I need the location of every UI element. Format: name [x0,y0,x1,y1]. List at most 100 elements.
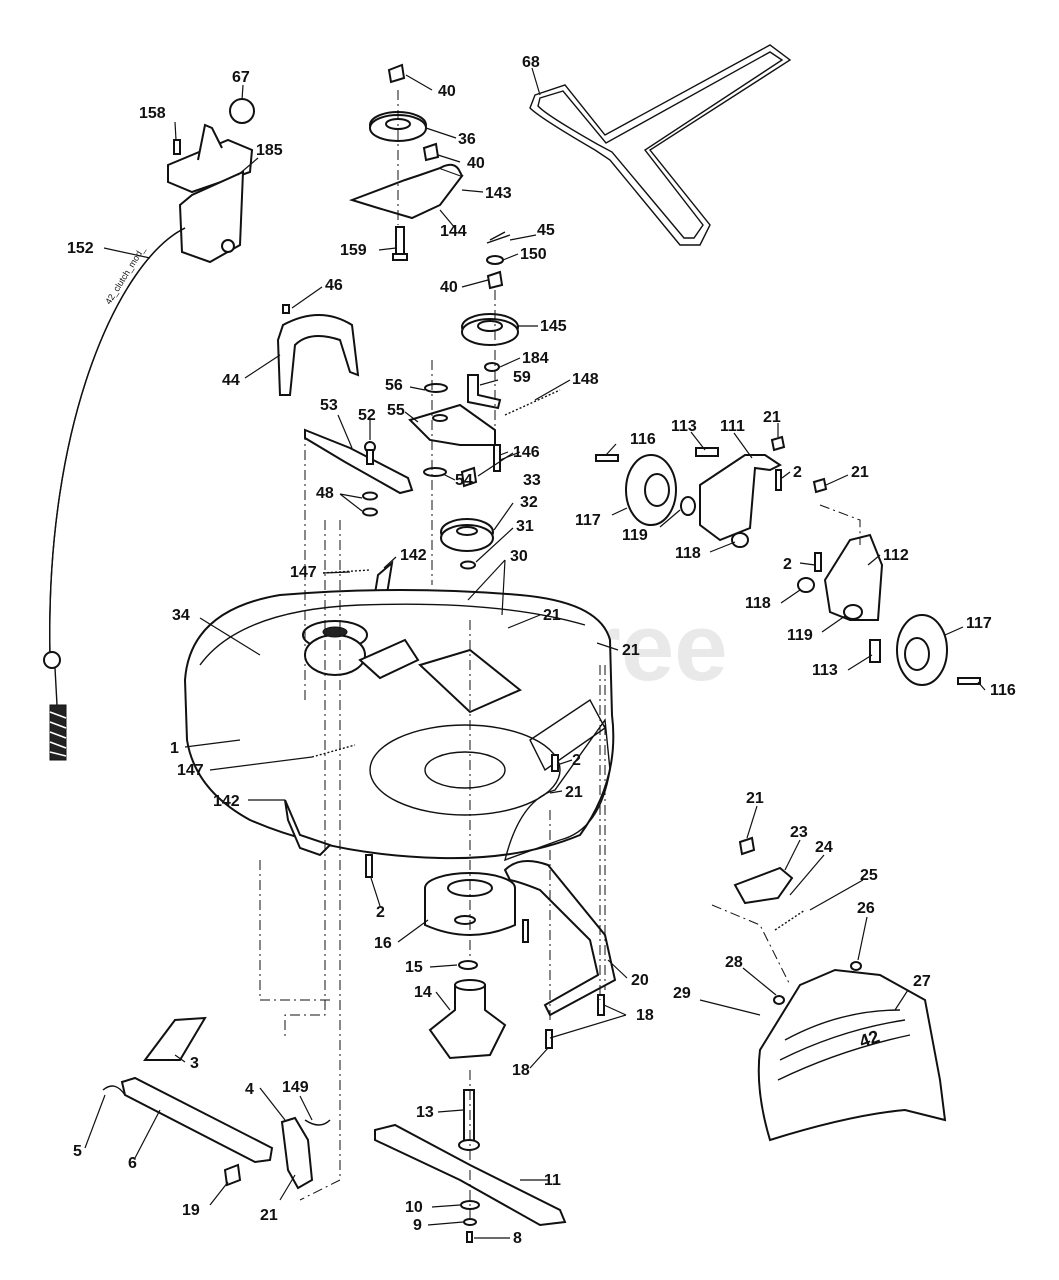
label-147-lower: 147 [177,762,204,779]
label-159: 159 [340,242,367,259]
part-113-bolt-upper[interactable] [695,447,719,457]
part-68-drive-belt[interactable] [529,44,792,246]
part-143-idler-bracket[interactable] [348,163,464,220]
part-150-washer[interactable] [486,255,504,265]
part-118-nut-upper[interactable] [731,532,749,548]
label-13: 13 [416,1104,434,1121]
label-111: 111 [720,418,745,435]
label-2-lower: 2 [376,904,385,921]
part-8-bolt[interactable] [466,1231,473,1243]
part-52-bolt[interactable] [364,441,376,465]
part-55-idler-plate[interactable] [408,403,496,446]
part-119-wheel-spacer-lower[interactable] [843,604,863,620]
part-184-spacer[interactable] [484,362,500,372]
part-26-nut[interactable] [850,961,862,971]
part-21-nut-far-right[interactable] [812,477,828,494]
label-145: 145 [540,318,567,335]
part-19-bolt[interactable] [223,1163,242,1187]
part-14-spindle-hub[interactable] [428,979,507,1060]
part-15-washer[interactable] [458,960,478,970]
part-4-bracket[interactable] [280,1116,314,1190]
part-25-spring[interactable] [774,909,806,931]
part-32-spindle-pulley[interactable] [440,518,494,552]
label-20: 20 [631,972,649,989]
part-111-wheel-bracket-upper[interactable] [699,454,782,542]
label-118-upper: 118 [675,545,701,562]
part-117-gauge-wheel-lower[interactable] [896,614,948,686]
part-185-clutch-bracket[interactable] [167,123,254,264]
label-143: 143 [485,185,512,202]
label-19: 19 [182,1202,200,1219]
part-2-bolt-b[interactable] [365,854,373,878]
label-142-upper: 142 [400,547,427,564]
part-21-nut-upper-right[interactable] [770,435,786,491]
part-112-wheel-bracket-lower[interactable] [823,533,884,621]
part-145-idler-pulley[interactable] [461,313,519,346]
part-28-pin[interactable] [773,995,785,1005]
part-2-bolt-right[interactable] [814,552,822,572]
part-159-bolt[interactable] [392,226,408,261]
part-53-idler-arm[interactable] [304,428,414,495]
part-31-washer[interactable] [460,560,476,570]
part-148-spring[interactable] [504,389,561,416]
part-44-belt-guide[interactable] [276,314,360,396]
part-2-bolt-a[interactable] [551,754,559,772]
label-10: 10 [405,1199,423,1216]
part-40-nut-top[interactable] [387,63,406,84]
part-147-spring-lower[interactable] [311,744,356,758]
part-23-chute-bracket[interactable] [733,866,794,905]
part-152-clutch-cable[interactable]: 42_clutch_mod_ [43,227,186,761]
part-59-idler-arm[interactable] [467,374,502,410]
label-2-deck: 2 [572,752,581,769]
part-67-knob[interactable] [229,98,255,124]
part-34-deck-pulley[interactable] [302,620,368,676]
part-46-screw[interactable] [282,304,290,314]
label-67: 67 [232,69,250,86]
part-3-bracket[interactable] [143,1016,207,1061]
label-21-link: 21 [260,1207,278,1224]
part-5-pin[interactable] [102,1085,126,1096]
label-148: 148 [572,371,599,388]
part-118-nut-lower[interactable] [797,577,815,593]
label-30: 30 [510,548,528,565]
part-117-gauge-wheel-upper[interactable] [625,454,677,526]
cable-text: 42_clutch_mod_ [103,244,147,306]
part-40-nut-lower[interactable] [486,270,504,290]
part-13-spindle-shaft[interactable] [458,1089,480,1151]
label-6: 6 [128,1155,137,1172]
label-18-right: 18 [636,1007,654,1024]
part-6-lift-link[interactable] [120,1076,274,1164]
label-2-right: 2 [783,556,792,573]
label-21-far-right: 21 [851,464,869,481]
label-56: 56 [385,377,403,394]
leader-lines [84,67,986,1239]
part-54-washer[interactable] [423,467,447,477]
part-48-washers[interactable] [362,491,378,517]
part-142-bracket-lower[interactable] [284,799,332,857]
part-116-bolt-lower[interactable] [957,677,981,685]
label-59: 59 [513,369,531,386]
label-27: 27 [913,973,931,990]
part-113-bolt-lower[interactable] [869,639,881,663]
label-118-lower: 118 [745,595,771,612]
part-40-nut-mid[interactable] [422,142,440,162]
part-146-bolt[interactable] [493,444,501,472]
label-3: 3 [190,1055,199,1072]
label-116-lower: 116 [990,682,1016,699]
part-20-baffle[interactable] [503,860,617,1017]
part-56-washer[interactable] [424,383,448,393]
part-21-nut-chute[interactable] [738,836,756,856]
label-32: 32 [520,494,538,511]
part-1-mower-deck[interactable] [183,589,615,862]
part-45-pin[interactable] [486,231,511,244]
part-149-clip[interactable] [304,1119,331,1126]
part-116-bolt-upper[interactable] [595,454,619,462]
part-119-wheel-spacer-upper[interactable] [680,496,696,516]
part-27-discharge-chute[interactable] [757,968,947,1142]
part-33-nut[interactable] [460,466,478,488]
label-4: 4 [245,1081,254,1098]
part-158-screw[interactable] [173,139,181,155]
label-146: 146 [513,444,540,461]
